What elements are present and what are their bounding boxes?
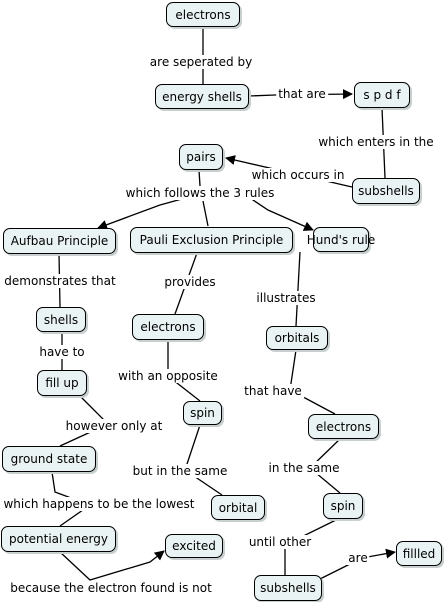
node-fill-up[interactable]: fill up — [37, 370, 87, 396]
link-with-an-opposite: with an opposite — [116, 369, 220, 383]
node-electrons-pauli[interactable]: electrons — [132, 314, 204, 340]
node-spin-pauli[interactable]: spin — [183, 401, 222, 425]
link-until-other: until other — [246, 535, 314, 549]
link-which-occurs-in: which occurs in — [249, 168, 347, 182]
node-aufbau-principle[interactable]: Aufbau Principle — [3, 228, 116, 254]
node-pauli-exclusion-principle[interactable]: Pauli Exclusion Principle — [130, 227, 293, 253]
link-are-separated-by: are seperated by — [147, 55, 255, 69]
link-however-only-at: however only at — [63, 419, 165, 433]
link-that-have: that have — [242, 384, 304, 398]
node-pairs[interactable]: pairs — [179, 144, 223, 170]
node-spdf[interactable]: s p d f — [354, 82, 410, 108]
link-but-in-the-same: but in the same — [130, 464, 230, 478]
node-orbitals[interactable]: orbitals — [266, 326, 328, 350]
node-hunds-rule[interactable]: Hund's rule — [307, 227, 375, 252]
node-electrons-hund[interactable]: electrons — [308, 414, 379, 439]
node-ground-state[interactable]: ground state — [2, 446, 96, 472]
node-orbital[interactable]: orbital — [211, 495, 265, 520]
node-shells[interactable]: shells — [36, 307, 86, 332]
node-subshells-top[interactable]: subshells — [352, 178, 420, 204]
link-have-to: have to — [37, 345, 87, 359]
node-spin-hund[interactable]: spin — [323, 493, 363, 519]
node-excited[interactable]: excited — [165, 534, 223, 558]
link-which-follows-the-3-rules: which follows the 3 rules — [123, 186, 277, 200]
link-which-happens-to-be-the-lowest: which happens to be the lowest — [1, 497, 197, 511]
node-filled[interactable]: fillled — [396, 541, 442, 566]
node-electrons[interactable]: electrons — [166, 2, 240, 27]
link-demonstrates-that: demonstrates that — [2, 274, 118, 288]
link-which-enters-in-the: which enters in the — [316, 135, 436, 149]
link-provides: provides — [162, 275, 218, 289]
link-because-the-electron-found-is-not: because the electron found is not — [8, 581, 214, 595]
link-in-the-same: in the same — [266, 461, 342, 475]
node-potential-energy[interactable]: potential energy — [1, 526, 116, 552]
node-subshells-bottom[interactable]: subshells — [254, 575, 322, 601]
link-illustrates: illustrates — [254, 291, 318, 305]
link-that-are: that are — [276, 87, 328, 101]
link-are: are — [346, 551, 370, 565]
node-energy-shells[interactable]: energy shells — [155, 84, 249, 109]
